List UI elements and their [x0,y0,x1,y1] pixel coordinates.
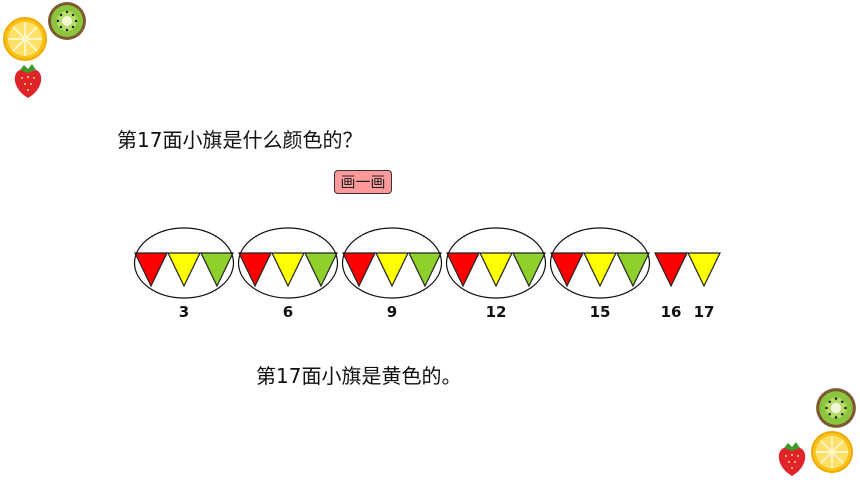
flag-5 [271,252,305,288]
group-ellipse-5 [549,227,651,299]
count-label: 6 [282,303,294,321]
count-label: 9 [386,303,398,321]
flag-8 [375,252,409,288]
draw-button[interactable]: 画一画 [334,170,392,194]
flag-15 [616,252,650,288]
count-label: 15 [589,303,611,321]
kiwi-icon [48,2,86,40]
group-ellipse-3 [341,227,443,299]
kiwi-icon [816,388,856,428]
strawberry-icon [14,64,42,98]
question-text: 第17面小旗是什么颜色的？ [117,128,363,152]
count-label: 16 [660,303,682,321]
flag-1 [134,252,168,288]
count-label: 12 [485,303,507,321]
group-ellipse-1 [133,227,235,299]
flag-10 [446,252,480,288]
flag-4 [238,252,272,288]
flag-9 [408,252,442,288]
flag-11 [479,252,513,288]
group-ellipse-4 [445,227,547,299]
lemon-icon [3,17,47,61]
answer-text: 第17面小旗是黄色的。 [256,364,462,388]
flag-17 [687,252,721,288]
flag-12 [512,252,546,288]
count-label: 3 [178,303,190,321]
flag-7 [342,252,376,288]
flag-16 [654,252,688,288]
count-label: 17 [693,303,715,321]
flag-2 [167,252,201,288]
group-ellipse-2 [237,227,339,299]
flag-3 [200,252,234,288]
strawberry-icon [778,442,806,476]
flag-6 [304,252,338,288]
lemon-icon [810,430,854,474]
flag-14 [583,252,617,288]
flag-13 [550,252,584,288]
